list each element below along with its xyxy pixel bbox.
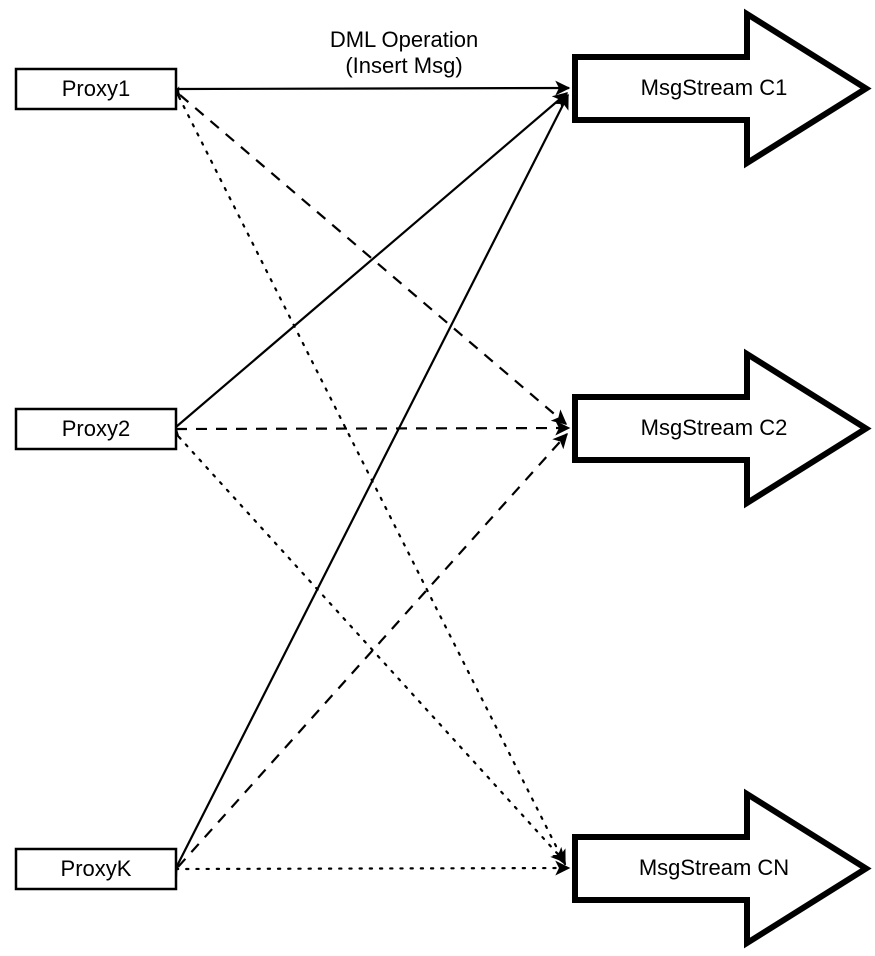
node-proxyk[interactable]: ProxyK xyxy=(14,847,178,891)
node-msgstream-c1[interactable]: MsgStream C1 xyxy=(572,8,872,169)
node-proxy1-box[interactable] xyxy=(14,67,178,111)
node-proxyk-box[interactable] xyxy=(14,847,178,891)
connector-proxyk-to-msgstream-c2 xyxy=(167,432,568,878)
connector-proxyk-to-msgstream-c1 xyxy=(168,93,569,877)
node-msgstream-cn-label: MsgStream CN xyxy=(639,855,789,880)
node-msgstream-c2-label: MsgStream C2 xyxy=(641,415,788,440)
node-msgstream-c2[interactable]: MsgStream C2 xyxy=(572,348,872,509)
edge-label-line-2: (Insert Msg) xyxy=(345,53,462,78)
node-proxyk-label: ProxyK xyxy=(61,856,132,881)
node-msgstream-cn[interactable]: MsgStream CN xyxy=(572,788,872,949)
node-proxy1[interactable]: Proxy1 xyxy=(14,67,178,111)
connector-proxy2-to-msgstream-cn xyxy=(168,426,567,864)
node-msgstream-cn-shape[interactable] xyxy=(572,788,872,949)
node-msgstream-c1-shape[interactable] xyxy=(572,8,872,169)
connector-proxy2-to-msgstream-c2 xyxy=(166,420,571,436)
node-proxy2[interactable]: Proxy2 xyxy=(14,407,178,451)
node-proxy1-label: Proxy1 xyxy=(62,76,130,101)
connector-proxy1-to-msgstream-c1 xyxy=(166,80,571,96)
connector-proxy2-to-msgstream-c1 xyxy=(165,92,569,437)
node-proxy2-box[interactable] xyxy=(14,407,178,451)
connector-proxyk-to-msgstream-cn xyxy=(166,860,571,876)
node-msgstream-c1-label: MsgStream C1 xyxy=(641,75,788,100)
edge-label-dml-operation: DML Operation (Insert Msg) xyxy=(330,27,478,78)
connector-layer xyxy=(165,80,571,878)
node-proxy2-label: Proxy2 xyxy=(62,416,130,441)
edge-label-line-1: DML Operation xyxy=(330,27,478,52)
node-msgstream-c2-shape[interactable] xyxy=(572,348,872,509)
